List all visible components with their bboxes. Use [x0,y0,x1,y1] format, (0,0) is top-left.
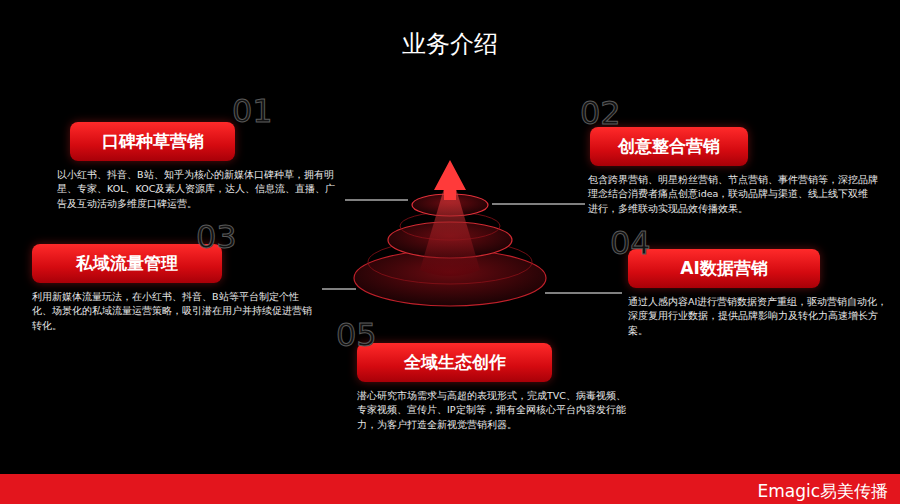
service-description: 包含跨界营销、明星粉丝营销、节点营销、事件营销等，深挖品牌理念结合消费者痛点创意… [588,173,878,216]
callout-number: 01 [232,92,273,130]
callout-number: 03 [196,218,237,256]
footer-bar [0,474,900,504]
service-description: 潜心研究市场需求与高超的表现形式，完成TVC、病毒视频、专家视频、宣传片、IP定… [357,389,629,432]
service-description: 通过人感内容AI进行营销数据资产重组，驱动营销自动化，深度复用行业数据，提供品牌… [628,295,890,338]
service-heading: AI数据营销 [628,249,820,288]
service-description: 利用新媒体流量玩法，在小红书、抖音、B站等平台制定个性化、场景化的私域流量运营策… [32,290,317,333]
service-block: 私域流量管理利用新媒体流量玩法，在小红书、抖音、B站等平台制定个性化、场景化的私… [32,244,317,333]
service-heading: 全域生态创作 [357,343,552,382]
callout-number: 04 [610,224,651,262]
service-block: 创意整合营销包含跨界营销、明星粉丝营销、节点营销、事件营销等，深挖品牌理念结合消… [588,127,878,216]
brand-name: Emagic易美传播 [757,480,888,503]
service-block: 口碑种草营销以小红书、抖音、B站、知乎为核心的新媒体口碑种草，拥有明星、专家、K… [57,122,339,211]
page-title: 业务介绍 [0,28,900,60]
cone-illustration [354,160,546,306]
service-heading: 私域流量管理 [32,244,222,283]
service-block: 全域生态创作潜心研究市场需求与高超的表现形式，完成TVC、病毒视频、专家视频、宣… [357,343,629,432]
service-block: AI数据营销通过人感内容AI进行营销数据资产重组，驱动营销自动化，深度复用行业数… [628,249,890,338]
service-description: 以小红书、抖音、B站、知乎为核心的新媒体口碑种草，拥有明星、专家、KOL、KOC… [57,168,339,211]
callout-number: 05 [336,316,377,354]
service-heading: 创意整合营销 [590,127,748,166]
service-heading: 口碑种草营销 [70,122,235,161]
leader-lines [322,200,622,293]
callout-number: 02 [580,94,621,132]
